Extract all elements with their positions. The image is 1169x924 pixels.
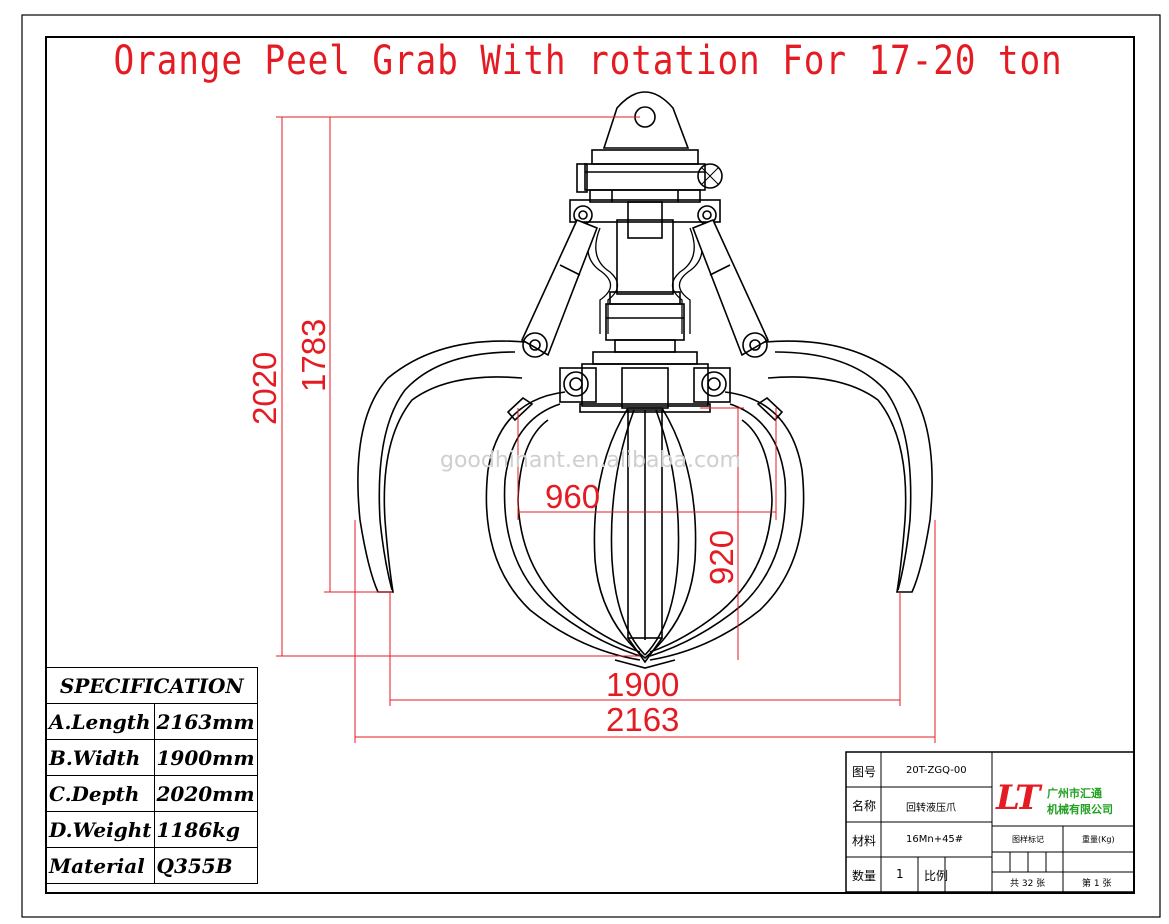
- dim-inner-width: 960: [545, 478, 601, 515]
- dim-inner-depth: 920: [703, 529, 740, 585]
- spec-value: 1186kg: [153, 811, 258, 848]
- sheet-mark-label: 图样标记: [1012, 835, 1044, 844]
- weight-label: 重量(Kg): [1082, 835, 1115, 844]
- spec-value: 1900mm: [153, 739, 258, 776]
- dim-overall-width: 2163: [606, 701, 680, 738]
- drawing-no: 20T-ZGQ-00: [906, 765, 967, 776]
- spec-label: B.Width: [46, 739, 155, 776]
- spec-label: A.Length: [46, 703, 155, 740]
- company-name-line1: 广州市汇通: [1047, 787, 1102, 800]
- dim-inner-height: 1783: [295, 318, 332, 392]
- dim-overall-height: 2020: [246, 351, 283, 425]
- watermark: goodhinant.en.alibaba.com: [440, 448, 741, 473]
- material-value: 16Mn+45#: [906, 834, 964, 845]
- qty-label: 数量: [852, 869, 877, 883]
- spec-label: D.Weight: [46, 811, 155, 848]
- drawing-no-label: 图号: [852, 765, 877, 779]
- grab-drawing: [357, 91, 933, 669]
- scale-label: 比例: [924, 869, 949, 883]
- part-name: 回转液压爪: [906, 803, 956, 814]
- drawing-title: Orange Peel Grab With rotation For 17-20…: [113, 38, 1063, 84]
- name-label: 名称: [852, 799, 877, 813]
- total-sheets: 共 32 张: [1010, 879, 1046, 889]
- dimension-lines: [276, 116, 936, 743]
- company-name-line2: 机械有限公司: [1047, 803, 1113, 816]
- spec-label: Material: [46, 847, 155, 884]
- spec-heading: SPECIFICATION: [46, 667, 258, 704]
- title-block: [845, 751, 1135, 893]
- company-logo: LT: [996, 778, 1040, 818]
- sheet-number: 第 1 张: [1082, 879, 1112, 889]
- spec-label: C.Depth: [46, 775, 155, 812]
- spec-value: 2020mm: [153, 775, 258, 812]
- qty-value: 1: [896, 867, 904, 881]
- material-label: 材料: [852, 834, 877, 848]
- inner-frame: [45, 36, 1135, 894]
- spec-value: 2163mm: [153, 703, 258, 740]
- outer-frame: [21, 14, 1161, 918]
- dim-open-width: 1900: [606, 666, 680, 703]
- spec-value: Q355B: [153, 847, 258, 884]
